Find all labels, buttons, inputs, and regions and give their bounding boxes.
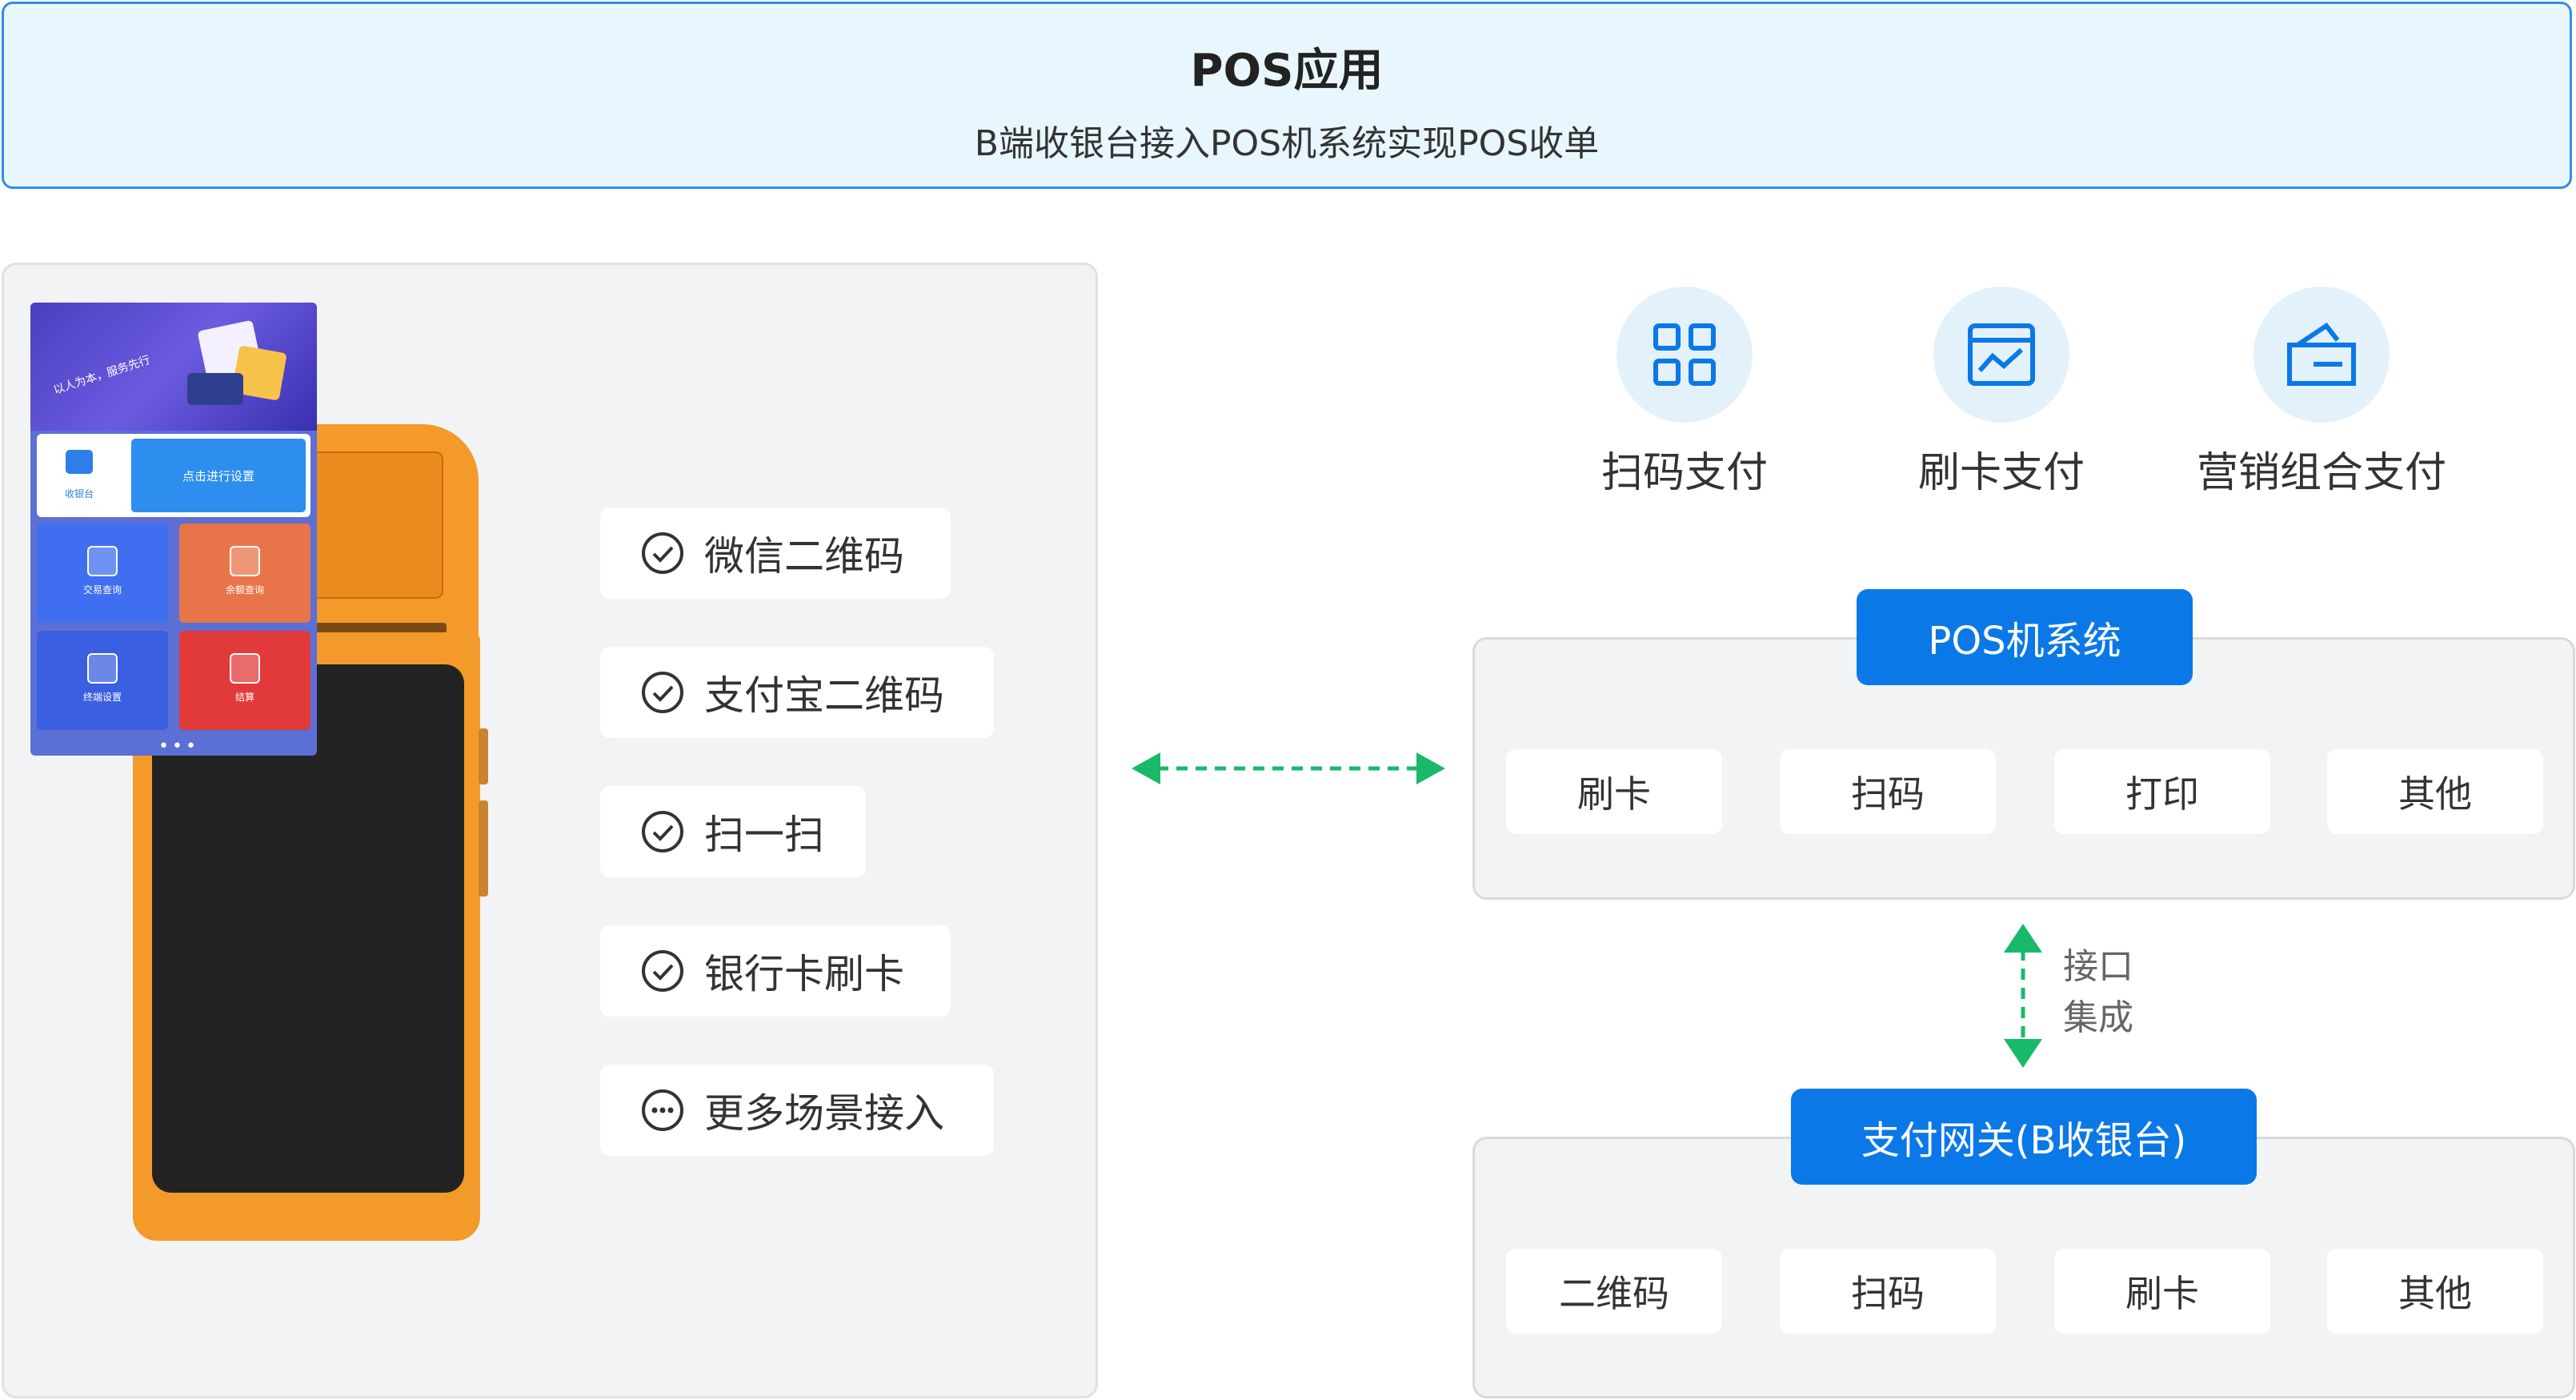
- page-title: POS应用: [1190, 45, 1384, 97]
- receipt-illustration: [187, 320, 286, 405]
- side-button: [479, 800, 488, 897]
- feature-label: 扫一扫: [704, 812, 824, 858]
- feature-label: 更多场景接入: [704, 1090, 944, 1137]
- settings-text: 点击进行设置: [182, 468, 254, 483]
- check-circle-icon: [642, 950, 683, 992]
- tile-transaction-query[interactable]: 交易查询: [37, 523, 168, 623]
- feature-item-wechat-qr: 微信二维码: [600, 507, 951, 599]
- chip-label: 其他: [2398, 1272, 2472, 1315]
- combined-pay-icon: [2253, 287, 2390, 423]
- feature-item-bank-card: 银行卡刷卡: [600, 925, 951, 1017]
- check-circle-icon: [642, 672, 683, 713]
- tile-label: 余额查询: [225, 584, 264, 596]
- feature-label: 支付宝二维码: [704, 672, 944, 719]
- settings-button[interactable]: 点击进行设置: [131, 439, 306, 512]
- pos-system-title: POS机系统: [1857, 589, 2193, 685]
- payment-method-label: 刷卡支付: [1917, 449, 2085, 497]
- feature-label: 银行卡刷卡: [704, 951, 904, 997]
- pos-item-other: 其他: [2327, 749, 2543, 834]
- qr-code-icon: [1617, 287, 1753, 423]
- chip-label: 其他: [2398, 772, 2472, 816]
- search-icon: [87, 546, 118, 576]
- pos-item-card: 刷卡: [1506, 749, 1722, 834]
- feature-item-more: 更多场景接入: [600, 1065, 994, 1156]
- balance-icon: [230, 546, 260, 576]
- feature-item-alipay-qr: 支付宝二维码: [600, 647, 994, 738]
- device-display: 以人为本，服务先行 收银台 点击进行设置 交易查询 余额查询 终端设置 结算 •…: [30, 303, 317, 756]
- tile-label: 结算: [234, 692, 254, 703]
- bidirectional-arrow-horizontal: [1132, 752, 1445, 784]
- feature-item-scan: 扫一扫: [600, 786, 866, 877]
- more-circle-icon: [642, 1089, 683, 1131]
- payment-method-label: 扫码支付: [1600, 449, 1768, 497]
- tile-label: 终端设置: [82, 692, 122, 703]
- chip-label: 扫码: [1851, 772, 1925, 816]
- banner-text: 以人为本，服务先行: [51, 353, 152, 398]
- integration-note-line: 接口: [2063, 946, 2133, 987]
- pos-item-scan: 扫码: [1780, 749, 1996, 834]
- side-button: [479, 728, 488, 784]
- display-banner: 以人为本，服务先行: [30, 303, 317, 431]
- bidirectional-arrow-vertical: [2004, 924, 2042, 1068]
- tile-settlement[interactable]: 结算: [179, 631, 310, 730]
- header-banner: POS应用 B端收银台接入POS机系统实现POS收单: [2, 2, 2572, 189]
- feature-label: 微信二维码: [704, 533, 904, 580]
- payment-gateway-title: 支付网关(B收银台): [1791, 1089, 2257, 1185]
- pos-system-title-text: POS机系统: [1928, 619, 2121, 664]
- check-circle-icon: [642, 811, 683, 852]
- tile-balance-query[interactable]: 余额查询: [179, 523, 310, 623]
- payment-gateway-title-text: 支付网关(B收银台): [1861, 1118, 2187, 1163]
- card-swipe-icon: [1933, 287, 2069, 423]
- tile-label: 交易查询: [82, 584, 122, 596]
- page-dots: •••: [158, 736, 199, 756]
- gateway-item-qr: 二维码: [1506, 1249, 1722, 1334]
- tile-terminal-settings[interactable]: 终端设置: [37, 631, 168, 730]
- cashier-card[interactable]: 收银台 点击进行设置: [37, 434, 310, 517]
- integration-note: 接口 集成: [2063, 941, 2133, 1044]
- chip-label: 二维码: [1559, 1272, 1669, 1315]
- settlement-icon: [230, 653, 260, 684]
- check-circle-icon: [642, 532, 683, 574]
- cashier-label: 收银台: [64, 488, 94, 499]
- chip-label: 扫码: [1851, 1272, 1925, 1315]
- chip-label: 刷卡: [1577, 772, 1651, 816]
- pos-item-print: 打印: [2054, 749, 2270, 834]
- page-subtitle: B端收银台接入POS机系统实现POS收单: [974, 123, 1600, 164]
- integration-note-line: 集成: [2063, 997, 2133, 1038]
- gateway-item-other: 其他: [2327, 1249, 2543, 1334]
- chip-label: 打印: [2125, 772, 2199, 816]
- cashier-icon: [66, 450, 93, 474]
- payment-method-label: 营销组合支付: [2196, 449, 2446, 497]
- gateway-item-card: 刷卡: [2054, 1249, 2270, 1334]
- chip-label: 刷卡: [2125, 1272, 2199, 1315]
- gateway-item-scan: 扫码: [1780, 1249, 1996, 1334]
- settings-icon: [87, 653, 118, 684]
